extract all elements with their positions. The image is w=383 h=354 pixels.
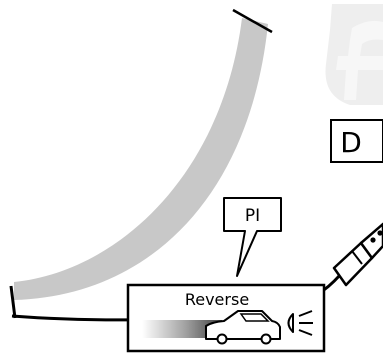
pi-label: PI xyxy=(245,206,260,226)
d-label-box: D xyxy=(330,119,383,163)
connector-plug-icon xyxy=(332,222,383,287)
headlight-icon xyxy=(287,310,313,336)
reverse-label: Reverse xyxy=(185,290,249,309)
reverse-panel: Reverse xyxy=(126,283,326,353)
d-label: D xyxy=(340,126,362,159)
car-icon xyxy=(205,310,281,345)
pi-callout: PI xyxy=(223,197,282,277)
motion-blur-streak xyxy=(142,320,222,338)
curve-end-tick-left xyxy=(9,285,17,319)
transition-curve xyxy=(9,8,273,319)
watermark-icon xyxy=(325,4,383,105)
curve-end-tick-top xyxy=(232,8,273,34)
